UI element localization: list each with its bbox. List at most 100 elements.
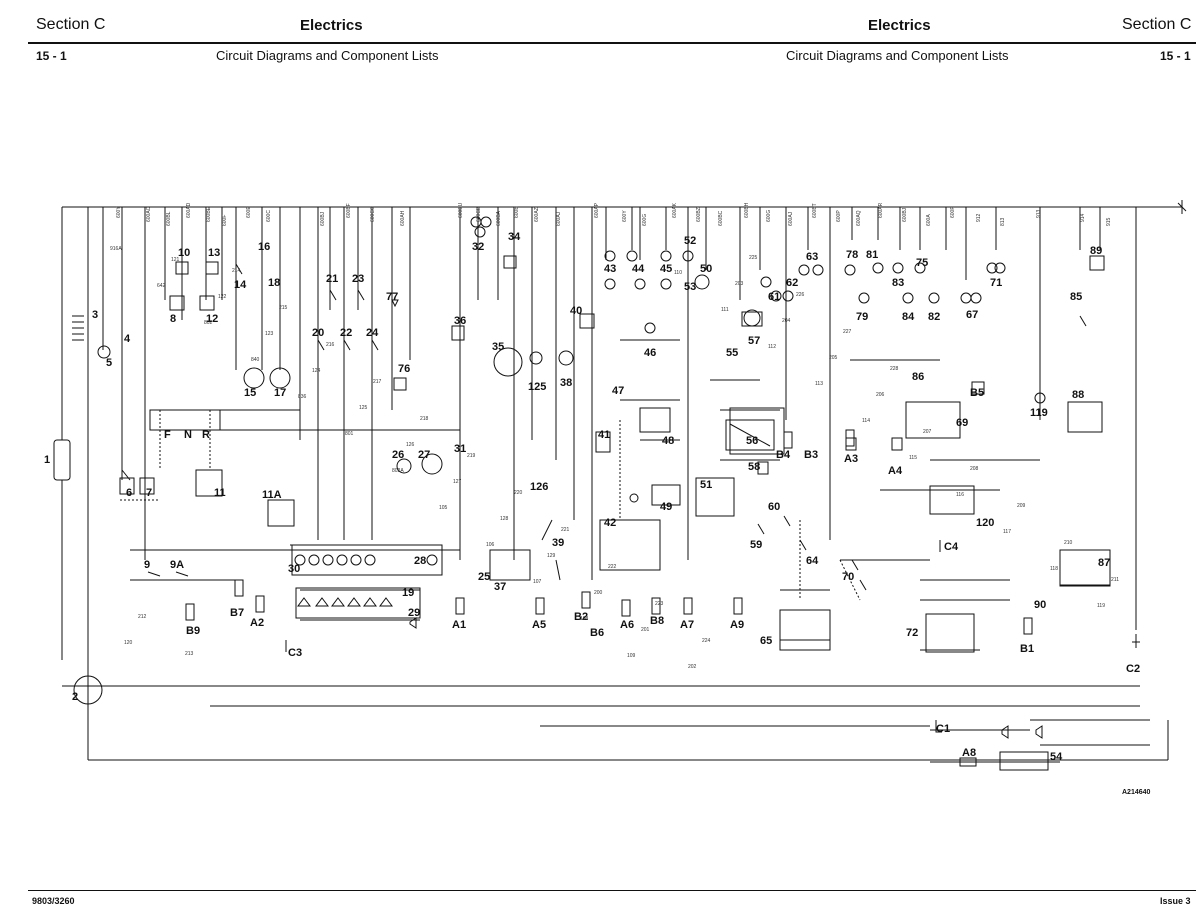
component-label-17: 17 xyxy=(274,387,286,399)
component-label-38: 38 xyxy=(560,377,572,389)
component-label-27: 27 xyxy=(418,449,430,461)
wire-code-label: 600CB xyxy=(476,206,482,222)
wire-code-label: 221 xyxy=(561,527,570,533)
component-label-32: 32 xyxy=(472,241,484,253)
component-label-21: 21 xyxy=(326,273,338,285)
wire-code-label: 119 xyxy=(1097,603,1105,609)
component-label-20: 20 xyxy=(312,327,324,339)
component-label-3: 3 xyxy=(92,309,98,321)
component-label-67: 67 xyxy=(966,309,978,321)
component-label-1: 1 xyxy=(44,454,50,466)
wire-code-label: 207 xyxy=(923,429,932,435)
component-label-53: 53 xyxy=(684,281,696,293)
fuse-label-b8: B8 xyxy=(650,615,664,627)
fuse-label-b7: B7 xyxy=(230,607,244,619)
wire-code-label: 123 xyxy=(265,331,274,337)
component-label-75: 75 xyxy=(916,257,928,269)
wire-code-label: 600AK xyxy=(672,202,678,218)
component-label-4: 4 xyxy=(124,333,131,345)
component-label-11: 11 xyxy=(214,487,226,499)
component-label-86: 86 xyxy=(912,371,924,383)
component-label-30: 30 xyxy=(288,563,300,575)
issue-number: Issue 3 xyxy=(1160,896,1191,906)
page-title-left: Electrics xyxy=(300,17,363,34)
component-label-83: 83 xyxy=(892,277,904,289)
component-label-48: 48 xyxy=(662,435,674,447)
wire-code-label: 840 xyxy=(251,357,260,363)
wire-code-label: 600AC xyxy=(146,206,152,222)
wire-code-label: 219 xyxy=(467,453,476,459)
fuse-label-b2: B2 xyxy=(574,611,588,623)
component-label-65: 65 xyxy=(760,635,772,647)
component-label-89: 89 xyxy=(1090,245,1102,257)
component-label-26: 26 xyxy=(392,449,404,461)
section-label-right: Section C xyxy=(1122,16,1192,33)
component-label-42: 42 xyxy=(604,517,616,529)
component-label-36: 36 xyxy=(454,315,466,327)
wire-code-label: 121 xyxy=(171,257,180,263)
wire-code-label: 228 xyxy=(890,366,899,372)
wire-code-label: 600Y xyxy=(622,210,628,222)
component-label-29: 29 xyxy=(408,607,420,619)
wire-code-label: 226 xyxy=(796,292,805,298)
component-label-81: 81 xyxy=(866,249,878,261)
component-label-35: 35 xyxy=(492,341,504,353)
wire-code-label: 600BJ xyxy=(320,211,326,226)
component-label-85: 85 xyxy=(1070,291,1082,303)
feeder-lines xyxy=(102,207,1137,630)
wire-code-label: 600BC xyxy=(718,210,724,226)
document-number: 9803/3260 xyxy=(32,896,75,906)
component-label-82: 82 xyxy=(928,311,940,323)
connector-label-c3: C3 xyxy=(288,647,302,659)
fuse-symbols xyxy=(185,429,1033,767)
wire-code-label: 600BJ xyxy=(902,207,908,222)
fuse-label-a2: A2 xyxy=(250,617,264,629)
wire-code-label: 128 xyxy=(500,516,509,522)
component-label-62: 62 xyxy=(786,277,798,289)
component-label-49: 49 xyxy=(660,501,672,513)
component-label-14: 14 xyxy=(234,279,247,291)
wire-code-label: 208 xyxy=(970,466,979,472)
wire-code-label: 600P xyxy=(836,210,842,222)
wire-code-label: 201 xyxy=(641,627,650,633)
wire-code-label: 108 xyxy=(580,616,589,622)
wire-code-label: 107 xyxy=(533,579,542,585)
wire-code-label: 600F xyxy=(950,207,956,218)
component-label-54: 54 xyxy=(1050,751,1063,763)
wire-code-label: 600BH xyxy=(744,202,750,218)
component-label-9: 9 xyxy=(144,559,150,571)
component-label-70: 70 xyxy=(842,571,854,583)
component-label-90: 90 xyxy=(1034,599,1046,611)
wire-code-label: 223 xyxy=(655,601,664,607)
component-label-52: 52 xyxy=(684,235,696,247)
wire-code-label: 105 xyxy=(439,505,448,511)
wire-code-label: 211 xyxy=(1111,577,1119,583)
wire-code-label: 213 xyxy=(185,651,194,657)
component-label-40: 40 xyxy=(570,305,582,317)
component-label-63: 63 xyxy=(806,251,818,263)
wire-code-label: 209 xyxy=(1017,503,1026,509)
component-label-72: 72 xyxy=(906,627,918,639)
wire-code-label: 600BT xyxy=(812,203,818,218)
wire-code-label: 600BE xyxy=(206,206,212,222)
component-label-77: 77 xyxy=(386,291,398,303)
component-label-69: 69 xyxy=(956,417,968,429)
wire-code-label: 801 xyxy=(345,431,354,437)
component-label-24: 24 xyxy=(366,327,379,339)
component-label-119: 119 xyxy=(1030,407,1048,419)
fuse-label-b9: B9 xyxy=(186,625,200,637)
component-label-44: 44 xyxy=(632,263,645,275)
wire-code-label: 204 xyxy=(782,318,791,324)
wire-code-label: 600B xyxy=(514,206,520,218)
wire-code-label: 600BL xyxy=(166,211,172,226)
connector-label-c1: C1 xyxy=(936,723,950,735)
wire-code-label: 802 xyxy=(204,320,213,326)
wire-code-label: 802A xyxy=(392,468,404,474)
component-label-23: 23 xyxy=(352,273,364,285)
fuse-label-b1: B1 xyxy=(1020,643,1034,655)
component-label-50: 50 xyxy=(700,263,712,275)
